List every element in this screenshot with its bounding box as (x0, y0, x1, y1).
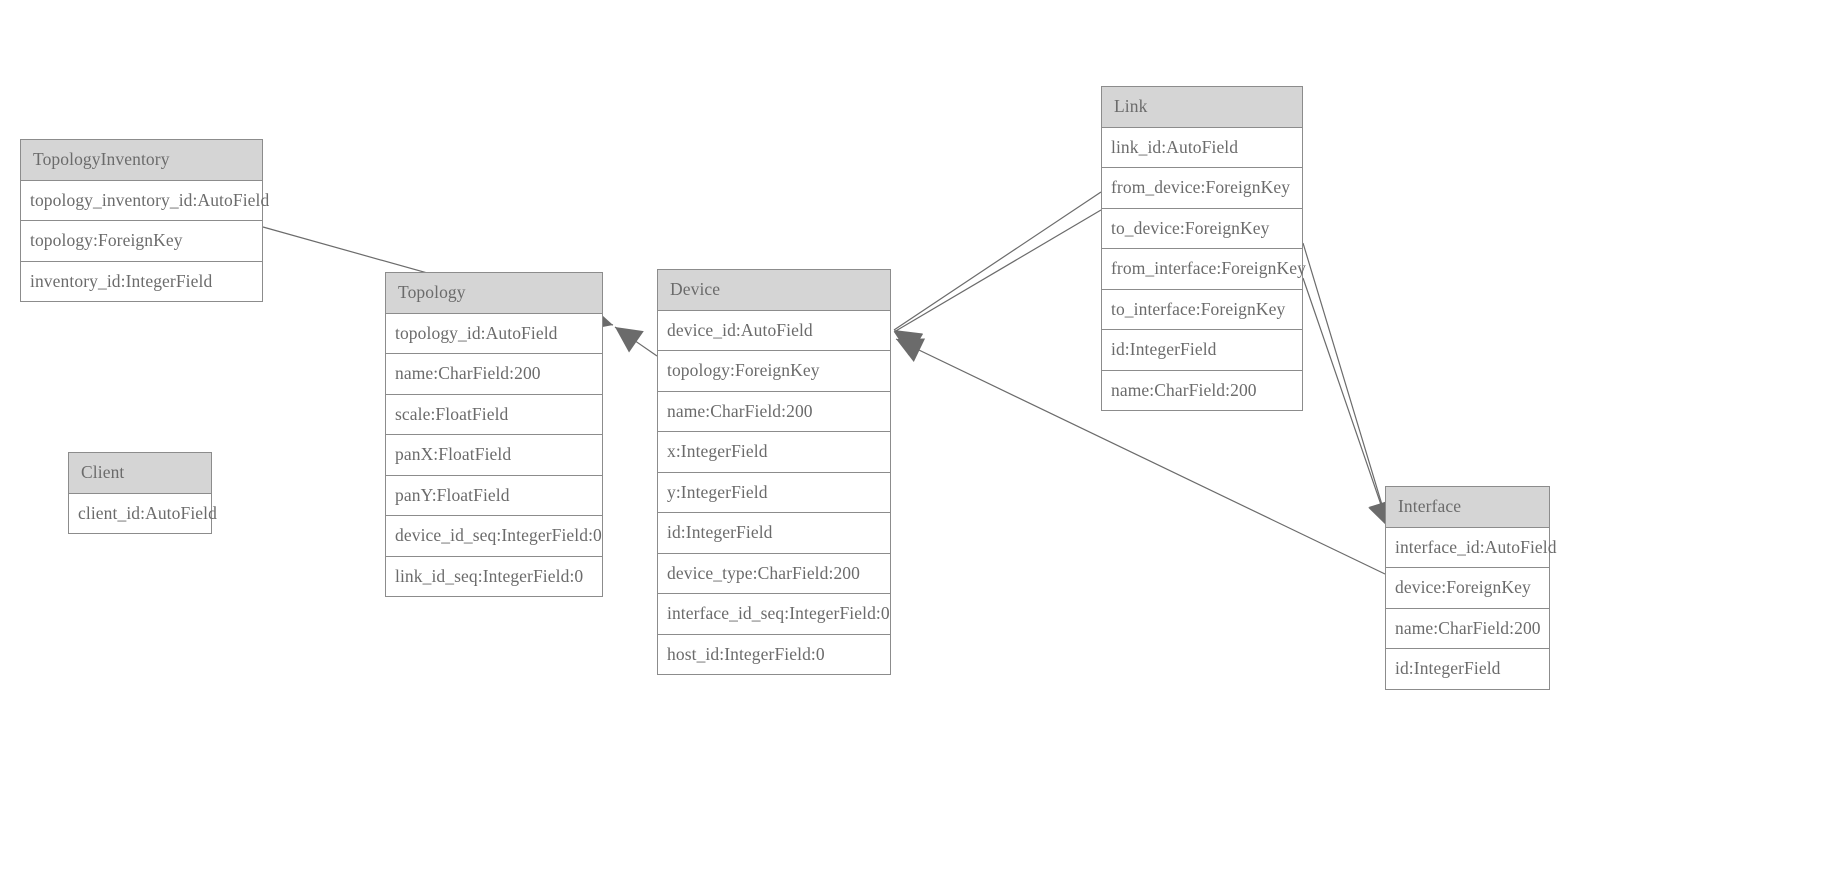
entity-field: topology_id:AutoField (386, 313, 602, 354)
entity-field: interface_id_seq:IntegerField:0 (658, 594, 890, 635)
entity-field: device_id:AutoField (658, 310, 890, 351)
entity-field: id:IntegerField (1386, 649, 1549, 689)
relationship-arrowhead (894, 330, 923, 356)
entity-field: host_id:IntegerField:0 (658, 634, 890, 674)
entity-field: device_type:CharField:200 (658, 553, 890, 594)
entity-field: to_interface:ForeignKey (1102, 289, 1302, 330)
relationship-line (893, 209, 1102, 333)
relationship-arrowhead (894, 332, 924, 357)
entity-field: id:IntegerField (658, 513, 890, 554)
entity-field: from_device:ForeignKey (1102, 168, 1302, 209)
entity-field: name:CharField:200 (1386, 608, 1549, 649)
entity-field: y:IntegerField (658, 472, 890, 513)
relationship-line (614, 326, 658, 357)
entity-field: device_id_seq:IntegerField:0 (386, 516, 602, 557)
entity-field: id:IntegerField (1102, 330, 1302, 371)
entity-field: topology:ForeignKey (658, 351, 890, 392)
entity-field: client_id:AutoField (69, 493, 217, 533)
rel-link-to-device (893, 209, 1102, 357)
entity-field: inventory_id:IntegerField (21, 261, 262, 301)
entity-field: device:ForeignKey (1386, 568, 1549, 609)
entity-field: name:CharField:200 (658, 391, 890, 432)
entity-field: to_device:ForeignKey (1102, 208, 1302, 249)
entity-field: scale:FloatField (386, 394, 602, 435)
relationship-arrowhead (615, 327, 644, 353)
entity-header-topology_inventory: TopologyInventory (21, 140, 262, 181)
entity-header-topology: Topology (386, 273, 602, 314)
rel-link-from-device (893, 191, 1102, 356)
entity-header-device: Device (658, 270, 890, 311)
entity-field: topology:ForeignKey (21, 221, 262, 262)
entity-header-link: Link (1102, 87, 1302, 128)
entity-field: topology_inventory_id:AutoField (21, 180, 269, 221)
relationship-line (893, 191, 1102, 331)
entity-field: panY:FloatField (386, 475, 602, 516)
entity-field: x:IntegerField (658, 432, 890, 473)
entity-field: link_id:AutoField (1102, 127, 1302, 168)
entity-field: name:CharField:200 (1102, 370, 1302, 410)
relationship-line (1302, 242, 1390, 529)
entity-field: link_id_seq:IntegerField:0 (386, 556, 602, 596)
relationship-line (1302, 277, 1390, 529)
entity-header-client: Client (69, 453, 211, 494)
relationship-arrowhead (896, 338, 926, 362)
entity-field: from_interface:ForeignKey (1102, 249, 1306, 290)
entity-field: interface_id:AutoField (1386, 527, 1557, 568)
entity-field: name:CharField:200 (386, 354, 602, 395)
entity-header-interface: Interface (1386, 487, 1549, 528)
entity-field: panX:FloatField (386, 435, 602, 476)
rel-device-topology (614, 326, 658, 357)
